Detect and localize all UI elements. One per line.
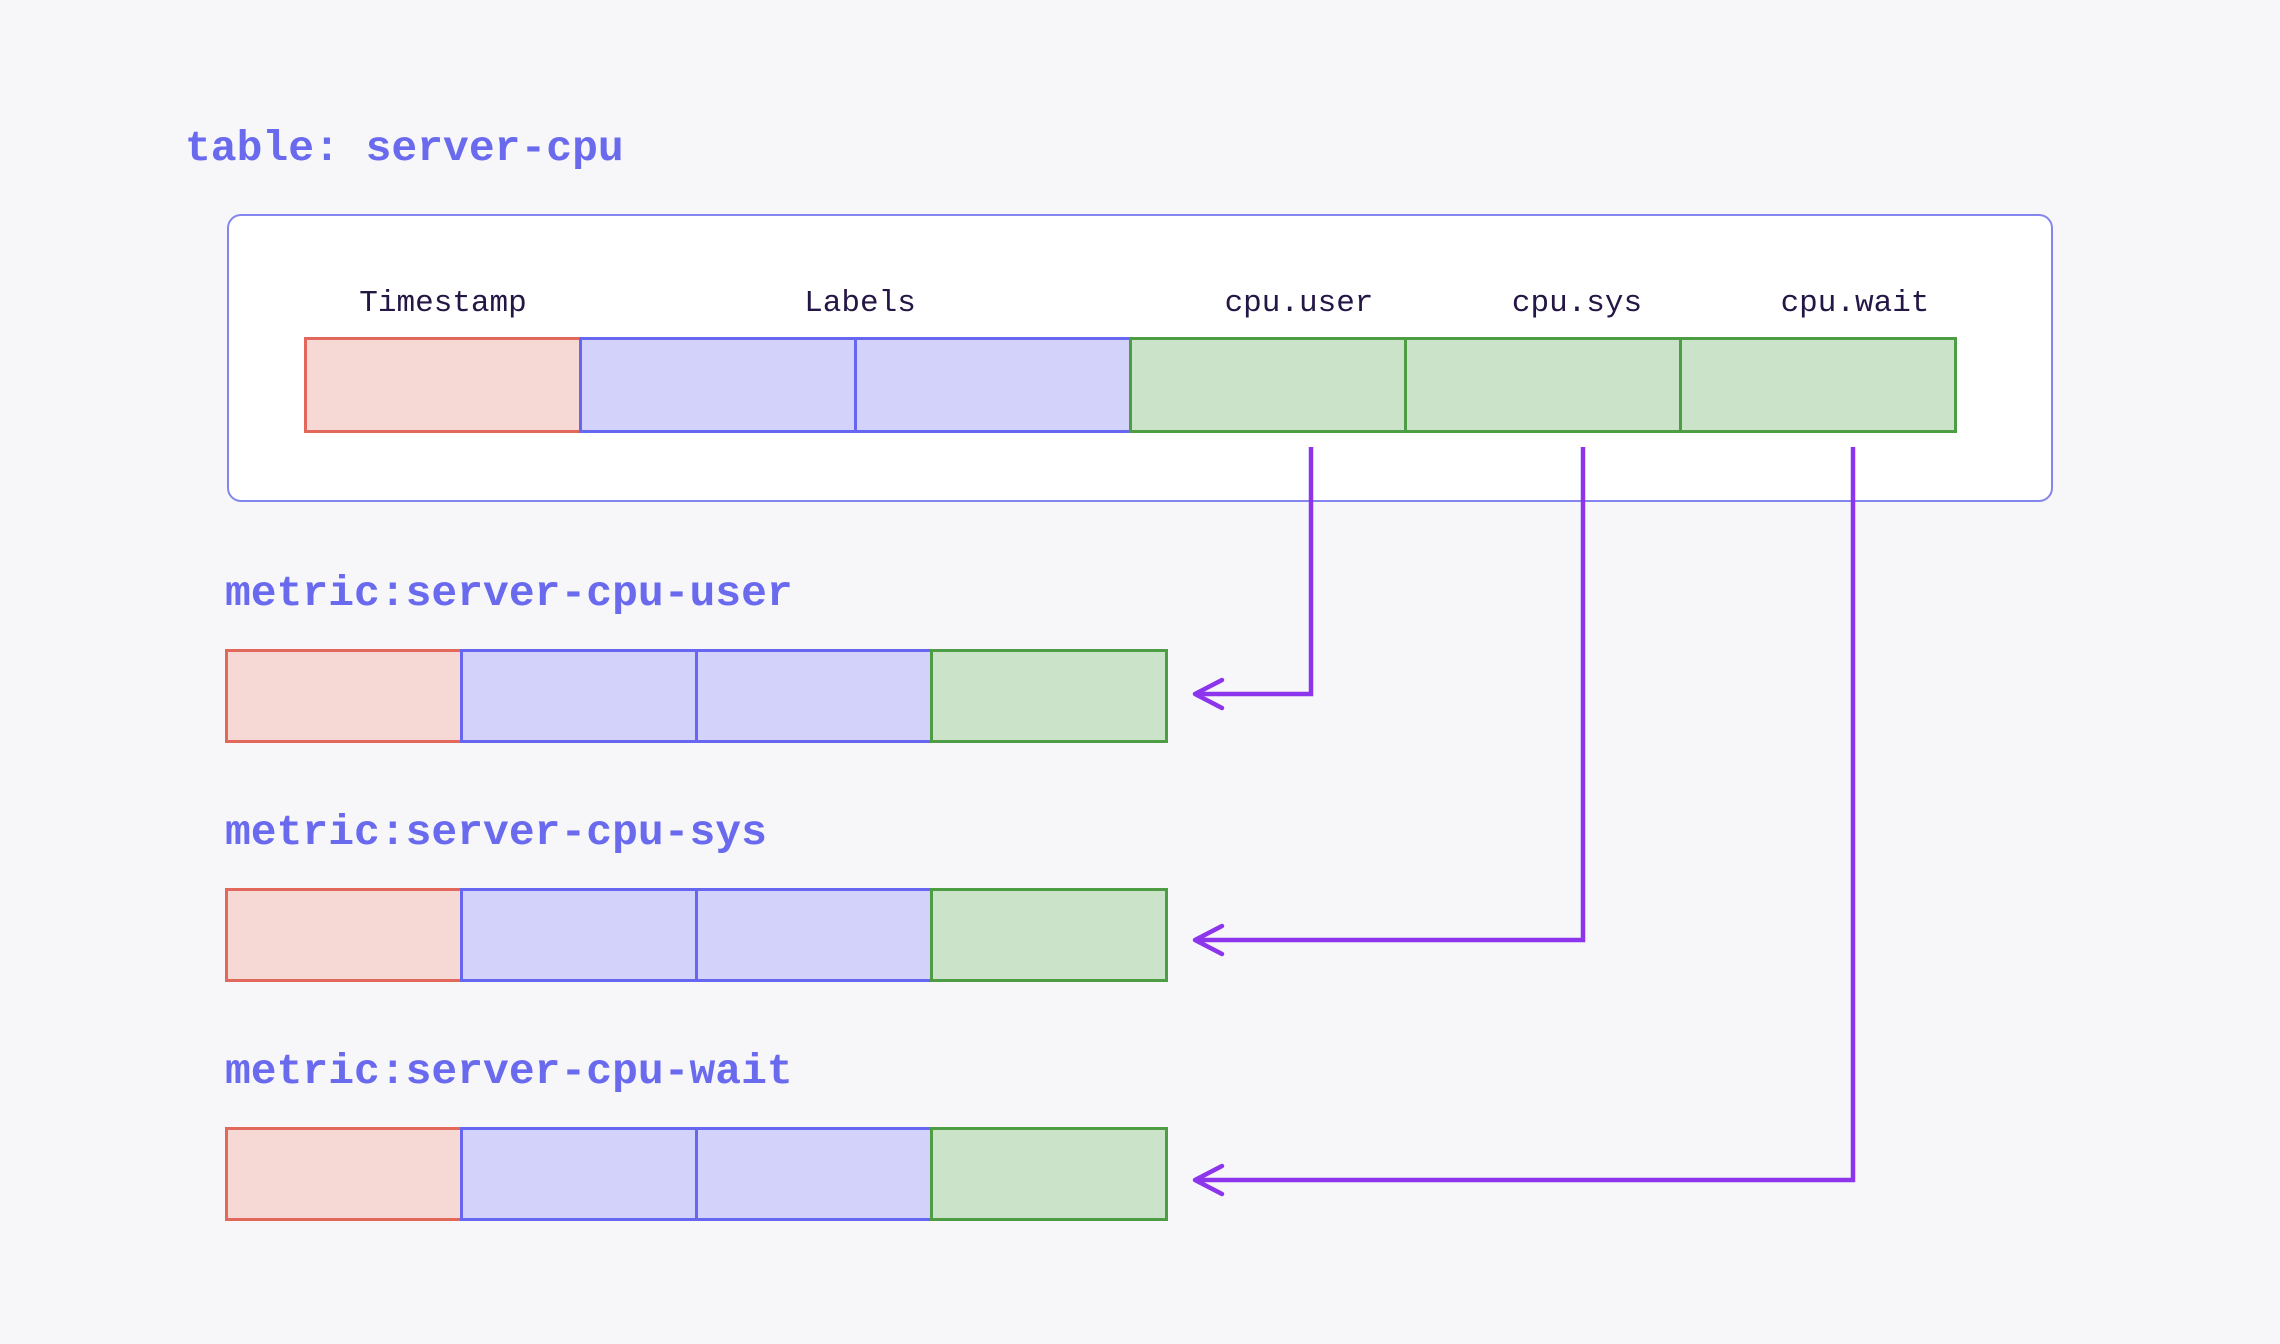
table-cell-cpu-user [1129,337,1407,433]
metric-wait-cell-labels-2 [695,1127,933,1221]
column-header-cpu-wait: cpu.wait [1780,286,1930,321]
metric-sys-cell-labels-1 [460,888,698,982]
column-header-labels: Labels [804,286,916,321]
metric-user-cell-timestamp [225,649,463,743]
table-title: table: server-cpu [185,124,624,173]
metric-user-cell-labels-1 [460,649,698,743]
arrow-cpu-wait-to-metric [1192,447,1856,1197]
metric-wait-cell-labels-1 [460,1127,698,1221]
metric-title-cpu-user: metric:server-cpu-user [225,569,793,618]
metric-wait-cell-timestamp [225,1127,463,1221]
table-row [304,337,1957,433]
arrow-cpu-sys-to-metric [1192,447,1586,957]
metric-sys-cell-timestamp [225,888,463,982]
table-cell-labels-2 [854,337,1132,433]
table-cell-timestamp [304,337,582,433]
metric-user-cell-value [930,649,1168,743]
metric-wait-cell-value [930,1127,1168,1221]
table-cell-cpu-sys [1404,337,1682,433]
table-cell-labels-1 [579,337,857,433]
metric-sys-cell-labels-2 [695,888,933,982]
metric-title-cpu-sys: metric:server-cpu-sys [225,808,767,857]
metric-row-cpu-sys [225,888,1168,982]
column-header-cpu-sys: cpu.sys [1511,286,1643,321]
metric-row-cpu-wait [225,1127,1168,1221]
column-header-cpu-user: cpu.user [1224,286,1374,321]
metric-row-cpu-user [225,649,1168,743]
table-cell-cpu-wait [1679,337,1957,433]
metric-sys-cell-value [930,888,1168,982]
metric-user-cell-labels-2 [695,649,933,743]
metric-title-cpu-wait: metric:server-cpu-wait [225,1047,793,1096]
column-header-timestamp: Timestamp [359,286,527,321]
